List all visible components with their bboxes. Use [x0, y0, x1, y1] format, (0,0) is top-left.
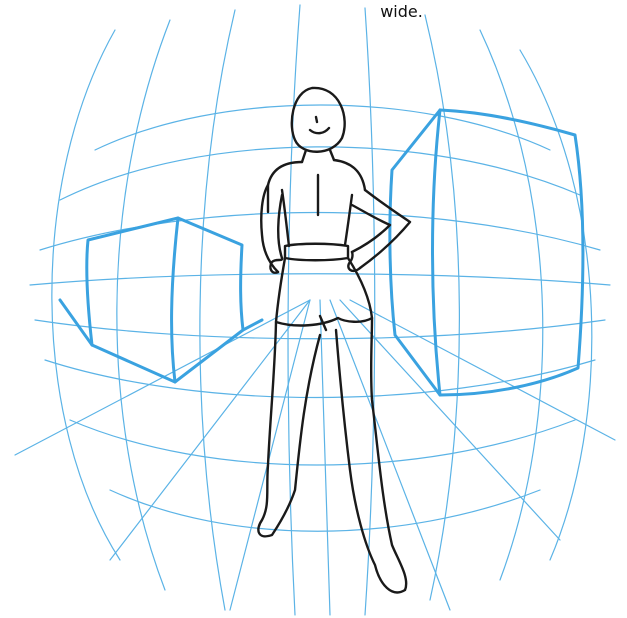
vertical-guide — [52, 30, 120, 560]
figure-right-arm — [352, 190, 410, 268]
standing-figure — [258, 88, 410, 592]
left-box-side — [175, 218, 243, 382]
figure-head — [292, 88, 345, 152]
figure-right-leg — [336, 318, 406, 592]
horizontal-guide — [95, 105, 550, 150]
floor-line — [320, 300, 330, 615]
horizontal-guide — [60, 147, 580, 200]
figure-waistband — [285, 244, 348, 261]
left-box-outline — [87, 218, 178, 382]
floor-perspective-lines — [15, 300, 615, 615]
vertical-guide — [117, 20, 170, 590]
right-box-outline — [433, 110, 583, 395]
horizontal-guide — [70, 420, 575, 465]
vertical-guide — [425, 15, 459, 600]
figure-eye — [316, 117, 317, 122]
left-perspective-box — [60, 218, 262, 382]
vertical-guide-lines — [52, 5, 592, 615]
horizontal-guide — [45, 360, 595, 398]
vertical-guide — [480, 30, 543, 580]
figure-torso — [268, 160, 365, 246]
figure-mouth — [310, 128, 329, 133]
figure-hips — [276, 258, 372, 325]
horizontal-guide — [110, 490, 540, 531]
